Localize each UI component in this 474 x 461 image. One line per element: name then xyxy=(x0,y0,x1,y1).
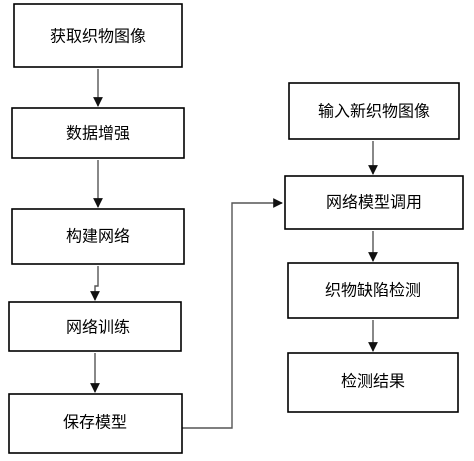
node-label: 获取织物图像 xyxy=(50,27,146,46)
node-box xyxy=(8,393,183,454)
node-invoke: 网络模型调用 xyxy=(284,175,464,230)
node-label: 保存模型 xyxy=(63,413,127,432)
node-label: 网络训练 xyxy=(66,318,130,337)
node-box xyxy=(287,262,459,319)
node-build: 构建网络 xyxy=(11,208,185,265)
node-label: 数据增强 xyxy=(66,124,130,143)
node-result: 检测结果 xyxy=(287,352,459,413)
node-box xyxy=(284,175,464,230)
node-label: 网络模型调用 xyxy=(326,193,422,212)
node-box xyxy=(11,107,185,159)
edge-save-invoke xyxy=(182,198,283,429)
node-acquire: 获取织物图像 xyxy=(13,3,183,68)
node-label: 织物缺陷检测 xyxy=(325,281,421,300)
node-box xyxy=(287,352,459,413)
node-label: 构建网络 xyxy=(66,227,130,246)
node-augment: 数据增强 xyxy=(11,107,185,159)
node-box xyxy=(288,82,460,140)
node-detect: 织物缺陷检测 xyxy=(287,262,459,319)
node-box xyxy=(11,208,185,265)
node-label: 输入新织物图像 xyxy=(318,102,430,121)
node-train: 网络训练 xyxy=(8,301,182,352)
edge-build-train xyxy=(90,266,100,301)
node-save: 保存模型 xyxy=(8,393,183,454)
node-box xyxy=(8,301,182,352)
node-label: 检测结果 xyxy=(341,372,405,391)
node-box xyxy=(13,3,183,68)
edges xyxy=(90,69,378,429)
node-input: 输入新织物图像 xyxy=(288,82,460,140)
